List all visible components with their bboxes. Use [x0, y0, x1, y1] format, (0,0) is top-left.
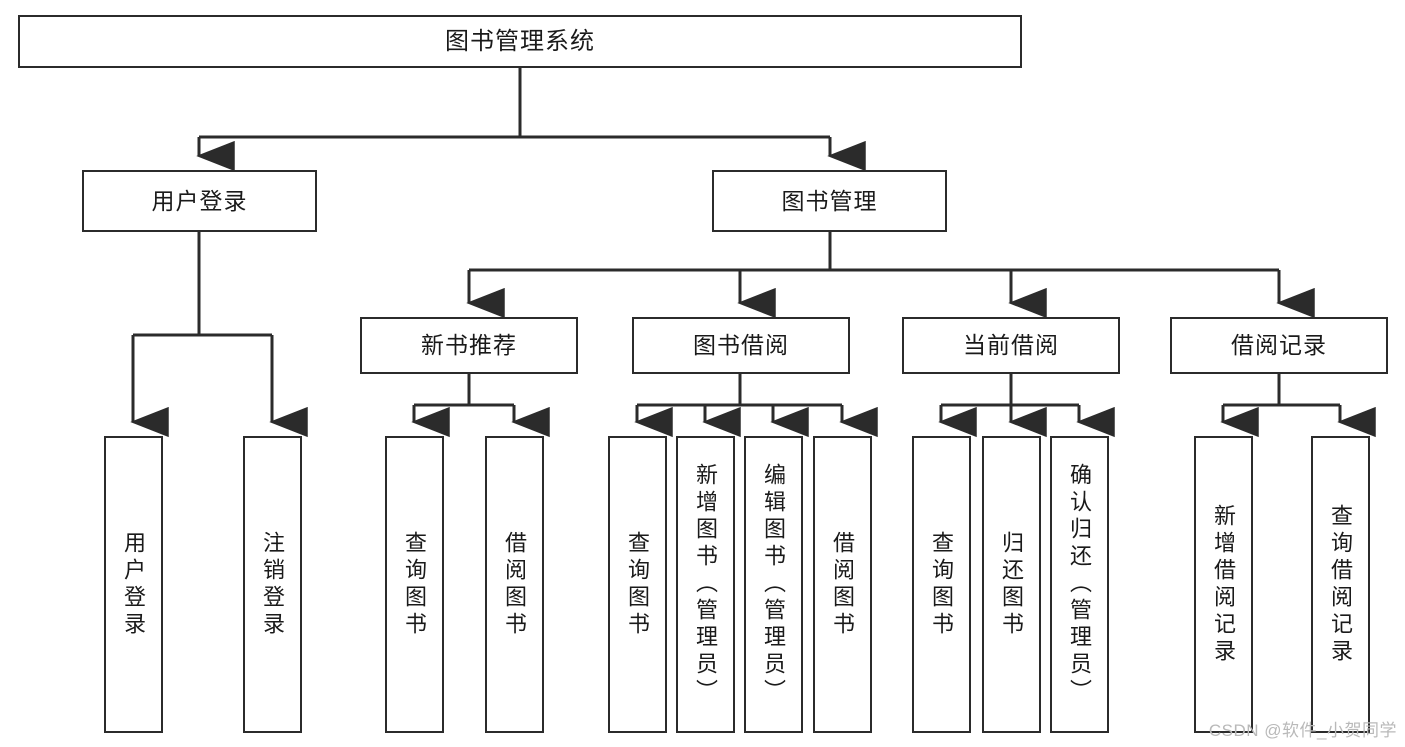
node-label: 用户登录 [121, 530, 147, 639]
node-leaf-user-login[interactable]: 用户登录 [104, 436, 163, 733]
node-label: 借阅图书 [830, 530, 856, 639]
node-label: 查询图书 [402, 530, 428, 639]
node-label: 查询图书 [625, 530, 651, 639]
node-label: 编辑图书（管理员） [761, 463, 787, 706]
node-label: 借阅图书 [502, 530, 528, 639]
node-leaf-add-book[interactable]: 新增图书（管理员） [676, 436, 735, 733]
node-label: 图书管理 [781, 187, 878, 214]
node-leaf-query-book-2[interactable]: 查询图书 [608, 436, 667, 733]
node-root-system[interactable]: 图书管理系统 [18, 15, 1022, 68]
node-label: 归还图书 [999, 530, 1025, 639]
node-label: 图书管理系统 [445, 27, 595, 55]
node-new-book-recommend[interactable]: 新书推荐 [360, 317, 578, 374]
node-book-manage[interactable]: 图书管理 [712, 170, 947, 232]
node-label: 用户登录 [151, 187, 248, 214]
node-label: 注销登录 [260, 530, 286, 639]
node-borrow-record[interactable]: 借阅记录 [1170, 317, 1388, 374]
node-label: 查询图书 [929, 530, 955, 639]
node-leaf-user-logout[interactable]: 注销登录 [243, 436, 302, 733]
node-book-borrow[interactable]: 图书借阅 [632, 317, 850, 374]
node-leaf-query-book-1[interactable]: 查询图书 [385, 436, 444, 733]
node-label: 新增图书（管理员） [693, 463, 719, 706]
node-leaf-query-book-3[interactable]: 查询图书 [912, 436, 971, 733]
node-leaf-confirm-return[interactable]: 确认归还（管理员） [1050, 436, 1109, 733]
node-leaf-add-record[interactable]: 新增借阅记录 [1194, 436, 1253, 733]
node-label: 图书借阅 [693, 332, 789, 359]
node-label: 新增借阅记录 [1211, 503, 1237, 666]
node-leaf-borrow-book-1[interactable]: 借阅图书 [485, 436, 544, 733]
node-leaf-query-record[interactable]: 查询借阅记录 [1311, 436, 1370, 733]
node-leaf-borrow-book-2[interactable]: 借阅图书 [813, 436, 872, 733]
node-label: 确认归还（管理员） [1067, 463, 1093, 706]
node-current-borrow[interactable]: 当前借阅 [902, 317, 1120, 374]
node-label: 当前借阅 [963, 332, 1059, 359]
node-leaf-edit-book[interactable]: 编辑图书（管理员） [744, 436, 803, 733]
node-leaf-return-book[interactable]: 归还图书 [982, 436, 1041, 733]
node-user-login[interactable]: 用户登录 [82, 170, 317, 232]
node-label: 新书推荐 [421, 332, 517, 359]
node-label: 借阅记录 [1231, 332, 1327, 359]
node-label: 查询借阅记录 [1328, 503, 1354, 666]
